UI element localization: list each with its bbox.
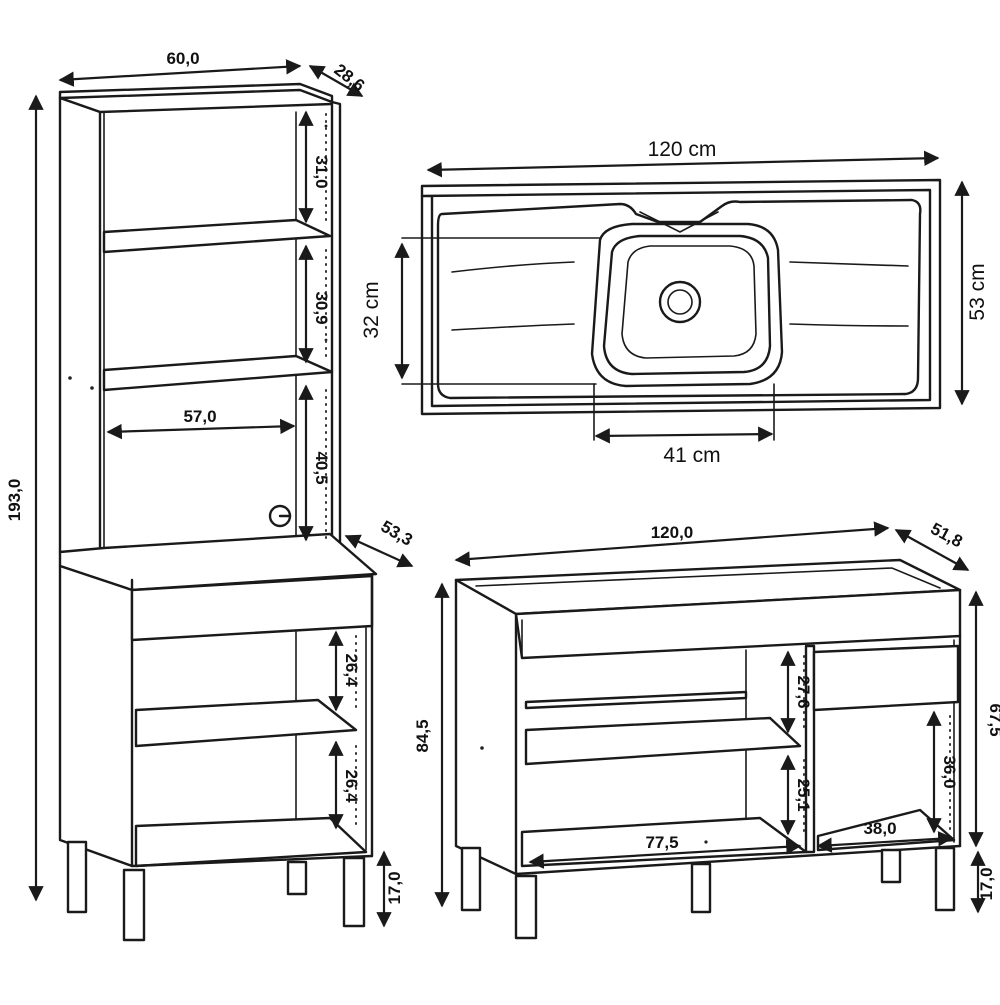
hutch-shelf-top-label: 31,0 — [312, 155, 331, 188]
cabinet-height-label: 84,5 — [413, 719, 432, 752]
cabinet-leg-height-label: 17,0 — [977, 867, 996, 900]
cabinet-body-height-label: 67,5 — [986, 703, 1000, 736]
hutch-shelf-low-label: 40,5 — [312, 451, 331, 484]
cabinet-right-compartment-label: 36,0 — [940, 755, 959, 788]
hutch-height-label: 193,0 — [5, 479, 24, 522]
cabinet-depth-label: 51,8 — [928, 519, 966, 551]
hutch-dimensions: 60,0 28,6 193,0 31,0 30,9 40,5 57,0 53,3… — [5, 49, 416, 928]
sink-bowl-width-label: 41 cm — [663, 444, 720, 467]
hutch-leg-height-label: 17,0 — [385, 871, 404, 904]
hutch-drawing — [58, 82, 378, 942]
cabinet-drawing — [454, 558, 962, 940]
hutch-counter-depth-label: 53,3 — [378, 517, 416, 550]
cabinet-width-label: 120,0 — [651, 523, 694, 542]
hutch-base-upper-label: 26,4 — [342, 653, 361, 687]
sink-drawing — [420, 178, 942, 416]
sink-dimensions: 120 cm 53 cm 32 cm 41 cm — [360, 138, 989, 467]
cabinet-dimensions: 120,0 51,8 84,5 67,5 27,6 25,1 77,5 36,0… — [413, 519, 1000, 914]
hutch-shelf-mid-label: 30,9 — [312, 291, 331, 324]
hutch-base-lower-label: 26,4 — [342, 769, 361, 803]
cabinet-right-inner-width-label: 38,0 — [863, 819, 896, 838]
cabinet-left-inner-width-label: 77,5 — [645, 833, 678, 852]
cabinet-left-lower-label: 25,1 — [794, 778, 813, 811]
hutch-inner-width-label: 57,0 — [183, 407, 216, 426]
hutch-width-label: 60,0 — [166, 49, 199, 68]
sink-width-label: 120 cm — [648, 138, 717, 161]
sink-depth-label: 53 cm — [966, 263, 989, 320]
cabinet-left-upper-label: 27,6 — [794, 675, 813, 708]
hutch-depth-label: 28,6 — [330, 60, 368, 95]
sink-bowl-depth-label: 32 cm — [360, 281, 383, 338]
